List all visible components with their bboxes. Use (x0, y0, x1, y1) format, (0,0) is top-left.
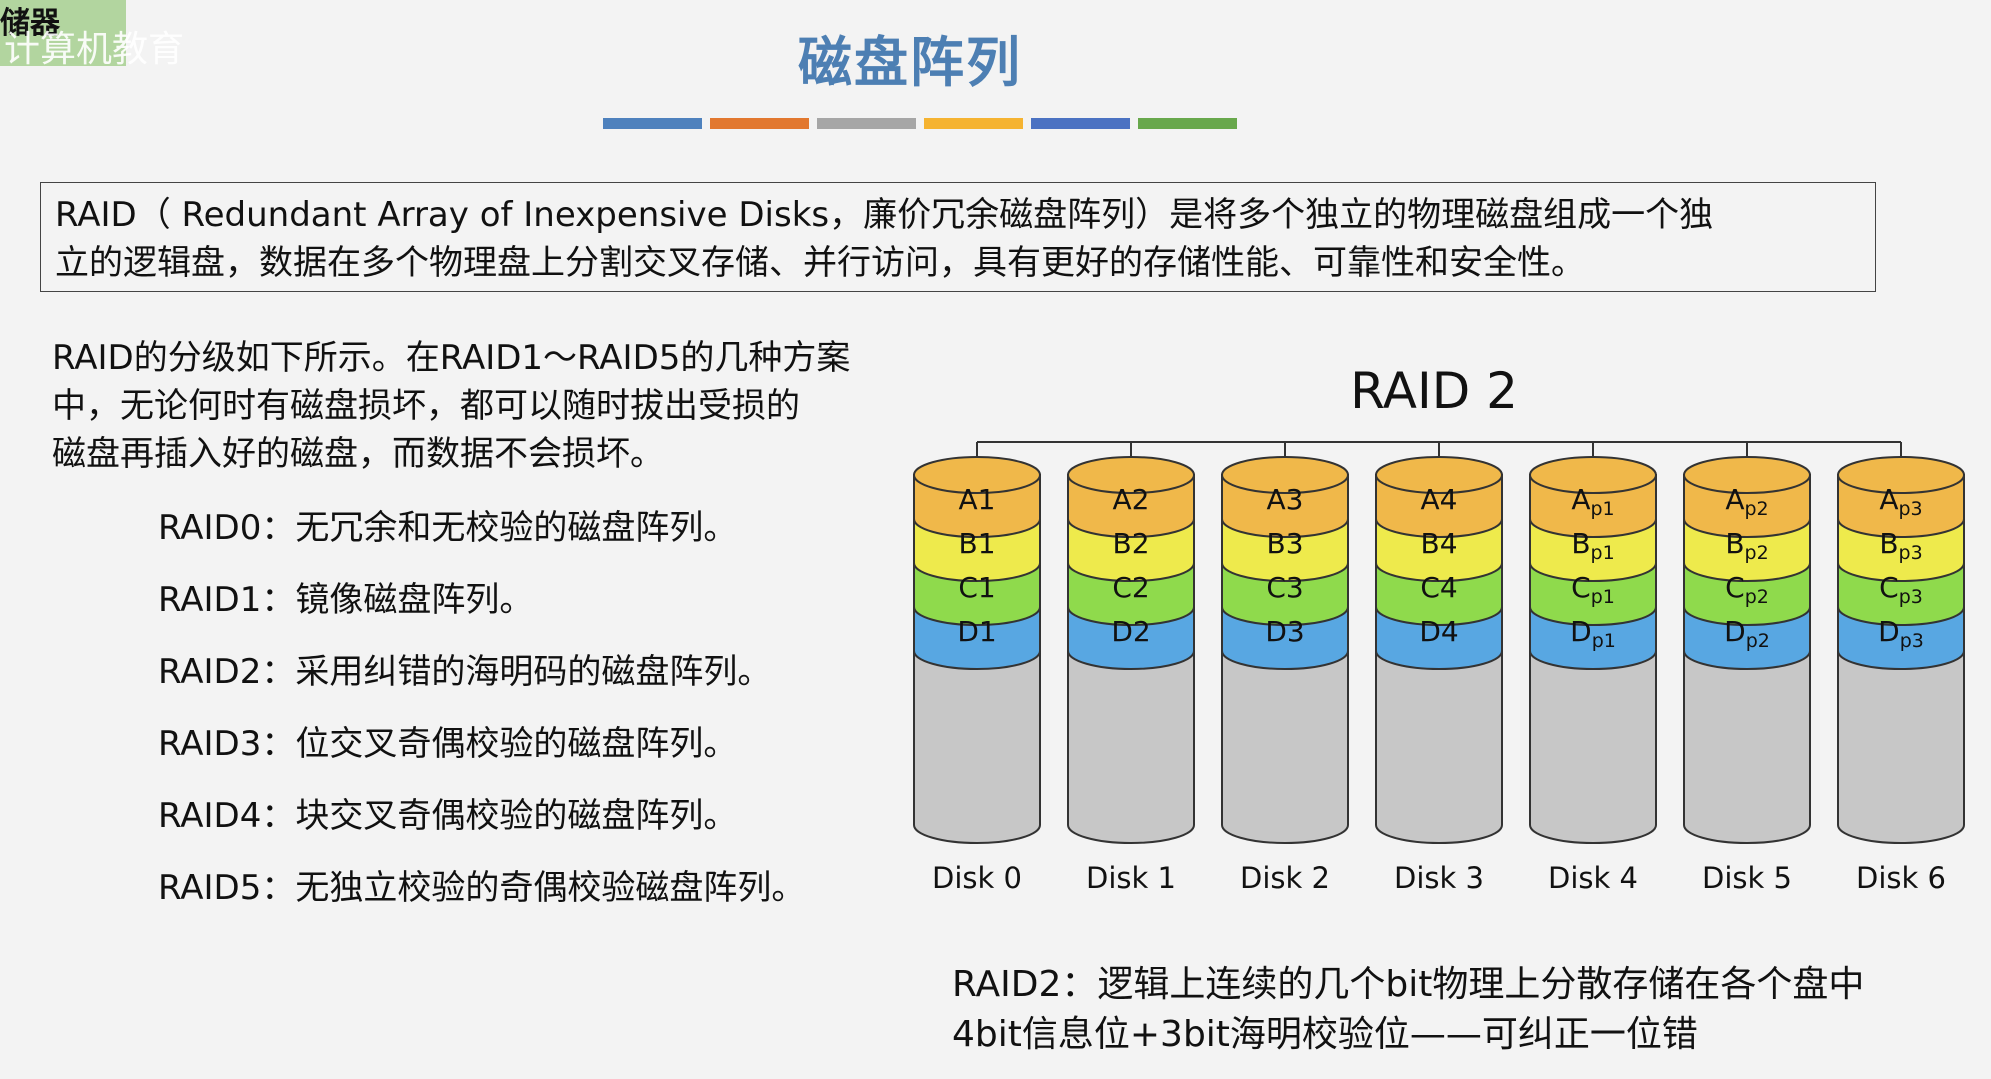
raid-level-list: RAID0：无冗余和无校验的磁盘阵列。 RAID1：镜像磁盘阵列。 RAID2：… (158, 498, 918, 930)
raid-level-item: RAID0：无冗余和无校验的磁盘阵列。 (158, 508, 738, 548)
stripe-label: Dp2 (1724, 615, 1770, 652)
stripe-label: A4 (1421, 483, 1458, 516)
watermark-badge (0, 0, 126, 66)
disk-label: Disk 0 (932, 861, 1022, 895)
stripe-label: Bp2 (1725, 527, 1768, 564)
title-bar-3 (924, 118, 1023, 129)
stripe-label: B3 (1266, 527, 1303, 560)
stripe-label: Dp1 (1570, 615, 1616, 652)
disk-label: Disk 2 (1240, 861, 1330, 895)
raid-level-item: RAID5：无独立校验的奇偶校验磁盘阵列。 (158, 868, 806, 908)
stripe-label: C4 (1420, 571, 1457, 604)
raid2-explanation-line-1: RAID2：逻辑上连续的几个bit物理上分散存储在各个盘中 (952, 964, 1865, 1005)
stripe-label: B1 (958, 527, 995, 560)
stripe-label: Ap3 (1879, 483, 1922, 520)
disk-top-cap (1375, 456, 1503, 494)
raid2-explanation: RAID2：逻辑上连续的几个bit物理上分散存储在各个盘中 4bit信息位+3b… (952, 960, 1972, 1060)
raid-level-item: RAID1：镜像磁盘阵列。 (158, 580, 534, 620)
stripe-label: D1 (957, 615, 996, 648)
disk-label: Disk 5 (1702, 861, 1792, 895)
disk-label: Disk 4 (1548, 861, 1638, 895)
diagram-title: RAID 2 (1350, 362, 1518, 420)
title-color-bars (603, 118, 1237, 129)
disk-top-cap (1067, 456, 1195, 494)
stripe-label: Ap2 (1725, 483, 1768, 520)
stripe-label: C1 (958, 571, 995, 604)
stripe-label: Cp1 (1571, 571, 1615, 608)
stripe-label: Dp3 (1878, 615, 1924, 652)
stripe-label: Cp2 (1725, 571, 1769, 608)
stripe-label: A2 (1113, 483, 1150, 516)
disk-top-cap (1221, 456, 1349, 494)
disk-top-cap (1683, 456, 1811, 494)
raid-levels-intro: RAID的分级如下所示。在RAID1～RAID5的几种方案 中，无论何时有磁盘损… (52, 334, 952, 478)
raid-definition-box: RAID（ Redundant Array of Inexpensive Dis… (40, 182, 1876, 292)
raid-level-item: RAID2：采用纠错的海明码的磁盘阵列。 (158, 652, 772, 692)
left-text-line-1: RAID的分级如下所示。在RAID1～RAID5的几种方案 (52, 338, 851, 378)
stripe-label: Bp1 (1571, 527, 1614, 564)
stripe-label: B2 (1112, 527, 1149, 560)
left-text-line-3: 磁盘再插入好的磁盘，而数据不会损坏。 (52, 434, 664, 474)
stripe-label: D3 (1265, 615, 1304, 648)
intro-line-1: RAID（ Redundant Array of Inexpensive Dis… (55, 195, 1714, 235)
disk-label: Disk 6 (1856, 861, 1946, 895)
disk-label: Disk 3 (1394, 861, 1484, 895)
stripe-label: Bp3 (1879, 527, 1922, 564)
title-bar-1 (710, 118, 809, 129)
raid-level-item: RAID4：块交叉奇偶校验的磁盘阵列。 (158, 796, 738, 836)
disk-label: Disk 1 (1086, 861, 1176, 895)
watermark-text: 计算机教育 (4, 29, 185, 70)
raid-level-item: RAID3：位交叉奇偶校验的磁盘阵列。 (158, 724, 738, 764)
disk-top-cap (1837, 456, 1965, 494)
stripe-label: C2 (1112, 571, 1149, 604)
title-bar-0 (603, 118, 702, 129)
raid2-explanation-line-2: 4bit信息位+3bit海明校验位——可纠正一位错 (952, 1014, 1698, 1055)
title-bar-2 (817, 118, 916, 129)
stripe-label: A3 (1267, 483, 1304, 516)
watermark-top-text: 储器 (0, 6, 60, 41)
stripe-label: Ap1 (1571, 483, 1614, 520)
disk-top-cap (913, 456, 1041, 494)
left-text-line-2: 中，无论何时有磁盘损坏，都可以随时拔出受损的 (52, 386, 800, 426)
page-title: 磁盘阵列 (798, 31, 1022, 94)
stripe-label: C3 (1266, 571, 1303, 604)
stripe-label: D4 (1419, 615, 1458, 648)
stripe-label: B4 (1420, 527, 1457, 560)
stripe-label: A1 (959, 483, 996, 516)
stripe-label: Cp3 (1879, 571, 1923, 608)
intro-line-2: 立的逻辑盘，数据在多个物理盘上分割交叉存储、并行访问，具有更好的存储性能、可靠性… (55, 243, 1585, 283)
disk-top-cap (1529, 456, 1657, 494)
title-bar-4 (1031, 118, 1130, 129)
stripe-label: D2 (1111, 615, 1150, 648)
title-bar-5 (1138, 118, 1237, 129)
